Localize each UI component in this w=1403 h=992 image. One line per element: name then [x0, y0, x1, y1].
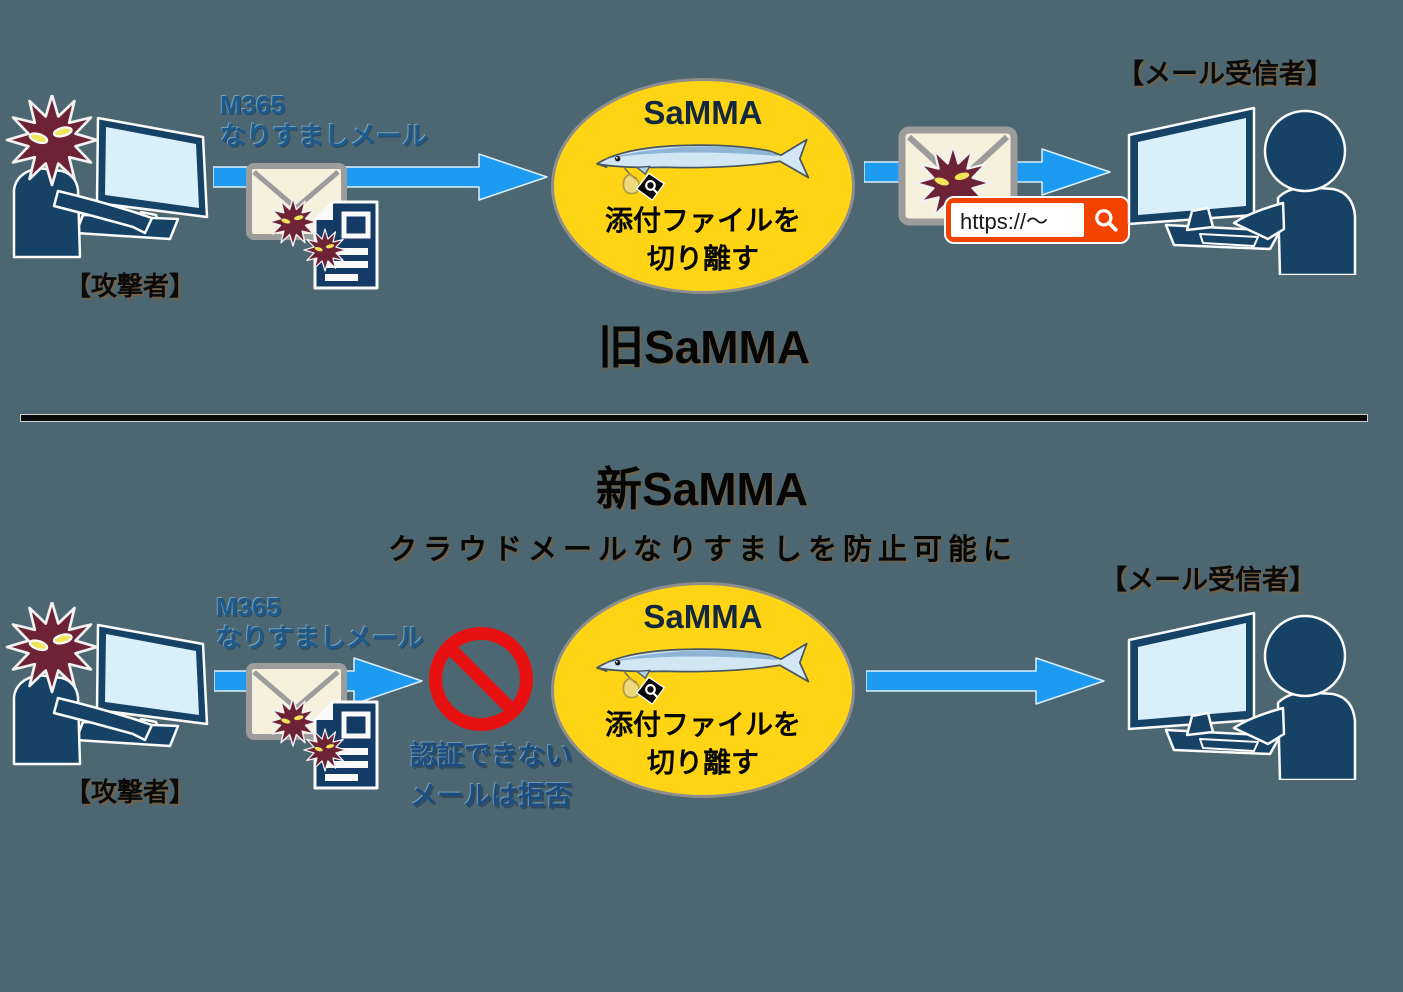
- samma-ellipse: SaMMA 添付ファイルを 切り離す: [551, 582, 855, 798]
- search-button: [1089, 203, 1123, 237]
- url-bar: https://～: [944, 196, 1130, 244]
- receiver-figure: [1127, 611, 1357, 780]
- samma-title: SaMMA: [643, 94, 763, 131]
- attacker-label: 【攻撃者】: [64, 777, 195, 807]
- samma-caption-line1: 添付ファイルを: [604, 205, 801, 236]
- reject-caption-line2: メールは拒否: [410, 781, 572, 811]
- samma-caption-line2: 切り離す: [646, 243, 759, 274]
- url-text: https://～: [951, 203, 1084, 237]
- samma-title: SaMMA: [643, 598, 763, 635]
- receiver-figure: [1127, 106, 1357, 275]
- flow-arrow: [866, 657, 1105, 705]
- spoofed-mail-label-line2: なりすましメール: [220, 121, 429, 151]
- attacker-label: 【攻撃者】: [64, 271, 195, 301]
- magnifier-icon: [1095, 209, 1118, 232]
- infected-envelope-with-attachment: [245, 662, 383, 792]
- samma-caption-line1: 添付ファイルを: [604, 709, 801, 740]
- spoofed-mail-label-line2: なりすましメール: [216, 623, 425, 653]
- fish-icon: [595, 642, 810, 706]
- receiver-label: 【メール受信者】: [1117, 59, 1333, 89]
- reject-caption: 認証できない メールは拒否: [410, 736, 572, 816]
- prohibition-icon: [429, 627, 533, 731]
- receiver-label: 【メール受信者】: [1100, 565, 1316, 595]
- samma-caption-line2: 切り離す: [646, 747, 759, 778]
- new-samma-subtitle: クラウドメールなりすましを防止可能に: [387, 534, 1018, 566]
- spoofed-mail-label-line1: M365: [216, 592, 282, 622]
- old-samma-title: 旧SaMMA: [597, 321, 811, 373]
- reject-caption-line1: 認証できない: [410, 741, 572, 771]
- new-samma-title: 新SaMMA: [595, 463, 809, 515]
- samma-ellipse: SaMMA 添付ファイルを 切り離す: [551, 78, 855, 294]
- spoofed-mail-label-line1: M365: [220, 90, 286, 120]
- spoofed-mail-label: M365 なりすましメール: [220, 90, 428, 152]
- prohibition-slash: [446, 644, 516, 714]
- spoofed-mail-label: M365 なりすましメール: [216, 592, 424, 654]
- fish-icon: [595, 138, 810, 202]
- section-divider: [20, 414, 1368, 422]
- infected-envelope-with-attachment: [245, 162, 383, 292]
